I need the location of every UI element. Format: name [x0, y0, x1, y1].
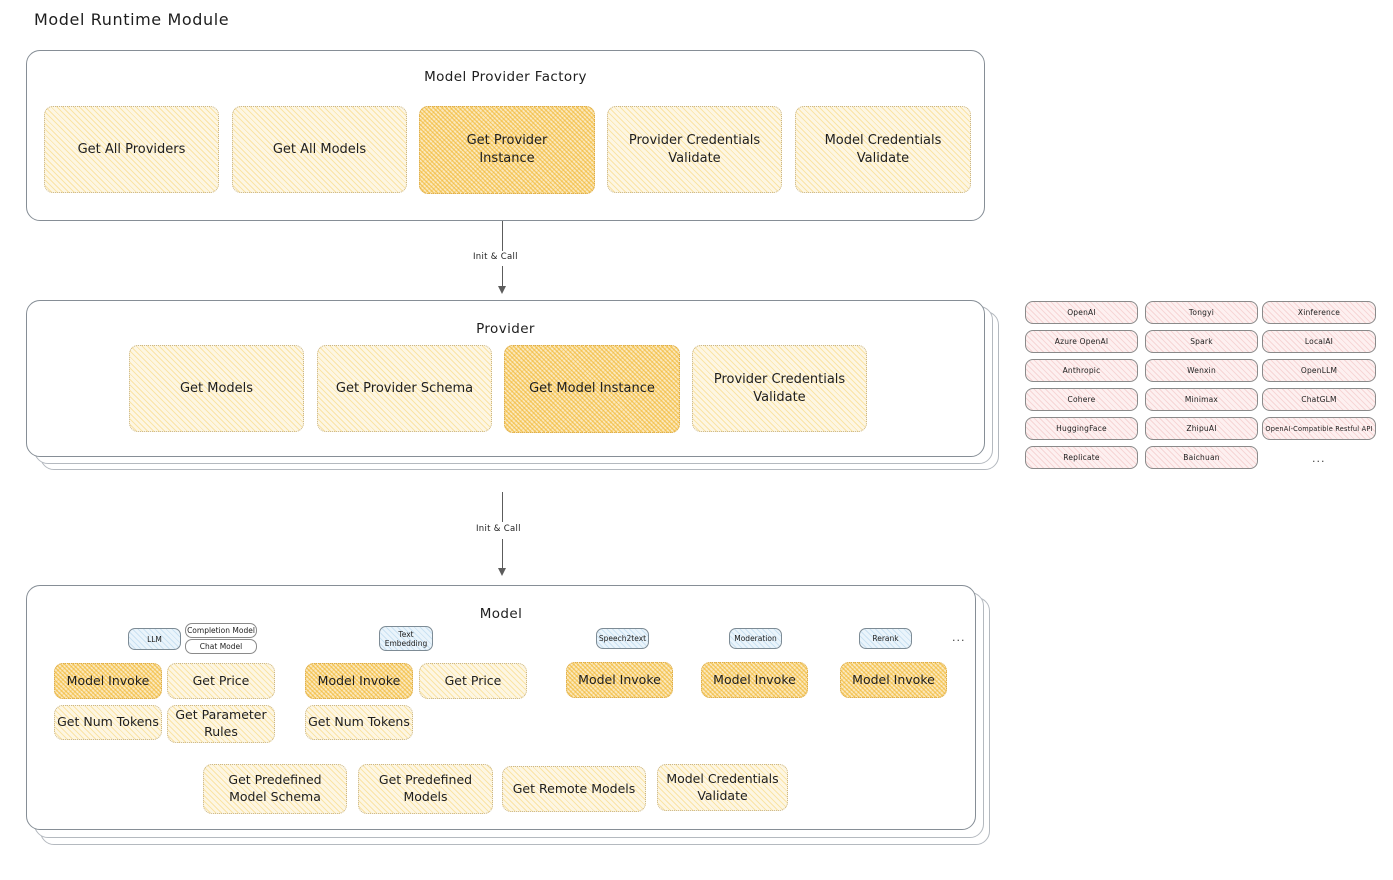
factory-box-get-all-providers[interactable]: Get All Providers	[44, 106, 219, 193]
connector-line-provider-model-bottom	[502, 539, 504, 571]
connector-line-factory-provider-bottom	[502, 266, 504, 288]
provider-pill-chatglm[interactable]: ChatGLM	[1262, 388, 1376, 411]
provider-box-get-models[interactable]: Get Models	[129, 345, 304, 432]
provider-pill-openai[interactable]: OpenAI	[1025, 301, 1138, 324]
provider-box-get-provider-schema[interactable]: Get Provider Schema	[317, 345, 492, 432]
connector-label-init-and-call-1: Init & Call	[473, 252, 518, 262]
factory-box-get-all-models[interactable]: Get All Models	[232, 106, 407, 193]
model-subtype-pill-completion-model[interactable]: Completion Model	[185, 623, 257, 638]
model-provider-factory-title: Model Provider Factory	[424, 69, 587, 85]
model-type-pill-moderation[interactable]: Moderation	[729, 628, 782, 649]
factory-box-provider-credentials-validate[interactable]: Provider Credentials Validate	[607, 106, 782, 193]
model-method-text-embedding-get-price[interactable]: Get Price	[419, 663, 527, 699]
provider-title: Provider	[476, 321, 535, 337]
page-title: Model Runtime Module	[34, 10, 230, 29]
model-method-rerank-model-invoke[interactable]: Model Invoke	[840, 662, 947, 698]
provider-pill-huggingface[interactable]: HuggingFace	[1025, 417, 1138, 440]
model-method-llm-get-price[interactable]: Get Price	[167, 663, 275, 699]
provider-pill-spark[interactable]: Spark	[1145, 330, 1258, 353]
model-subtype-pill-chat-model[interactable]: Chat Model	[185, 639, 257, 654]
provider-pill-openai-compatible-restful-api[interactable]: OpenAI-Compatible Restful API	[1262, 417, 1376, 440]
provider-pill-replicate[interactable]: Replicate	[1025, 446, 1138, 469]
provider-pill-xinference[interactable]: Xinference	[1262, 301, 1376, 324]
provider-pill-anthropic[interactable]: Anthropic	[1025, 359, 1138, 382]
model-method-llm-get-num-tokens[interactable]: Get Num Tokens	[54, 705, 162, 740]
model-type-pill-llm[interactable]: LLM	[128, 628, 181, 650]
provider-box-provider-credentials-validate[interactable]: Provider Credentials Validate	[692, 345, 867, 432]
provider-pill-wenxin[interactable]: Wenxin	[1145, 359, 1258, 382]
model-type-pill-rerank[interactable]: Rerank	[859, 628, 912, 649]
provider-pill-cohere[interactable]: Cohere	[1025, 388, 1138, 411]
factory-box-model-credentials-validate[interactable]: Model Credentials Validate	[795, 106, 971, 193]
model-method-llm-model-invoke[interactable]: Model Invoke	[54, 663, 162, 699]
model-types-more-ellipsis: ...	[952, 631, 966, 644]
provider-pill-zhipuai[interactable]: ZhipuAI	[1145, 417, 1258, 440]
provider-pill-tongyi[interactable]: Tongyi	[1145, 301, 1258, 324]
model-title: Model	[479, 606, 523, 622]
provider-pill-openllm[interactable]: OpenLLM	[1262, 359, 1376, 382]
model-method-moderation-model-invoke[interactable]: Model Invoke	[701, 662, 808, 698]
provider-box-get-model-instance[interactable]: Get Model Instance	[504, 345, 680, 433]
provider-pill-localai[interactable]: LocalAI	[1262, 330, 1376, 353]
factory-box-get-provider-instance[interactable]: Get Provider Instance	[419, 106, 595, 194]
connector-arrow-provider-model	[498, 568, 506, 576]
connector-label-init-and-call-2: Init & Call	[476, 524, 521, 534]
model-method-speech2text-model-invoke[interactable]: Model Invoke	[566, 662, 673, 698]
model-method-llm-get-parameter-rules[interactable]: Get Parameter Rules	[167, 705, 275, 743]
model-common-method-get-predefined-model-schema[interactable]: Get Predefined Model Schema	[203, 764, 347, 814]
connector-line-factory-provider-top	[502, 221, 504, 251]
model-common-method-get-remote-models[interactable]: Get Remote Models	[502, 766, 646, 812]
model-type-pill-text-embedding[interactable]: Text Embedding	[379, 626, 433, 651]
provider-list-more-ellipsis: ...	[1312, 452, 1326, 465]
model-common-method-get-predefined-models[interactable]: Get Predefined Models	[358, 764, 493, 814]
model-method-text-embedding-get-num-tokens[interactable]: Get Num Tokens	[305, 705, 413, 740]
model-method-text-embedding-model-invoke[interactable]: Model Invoke	[305, 663, 413, 699]
provider-pill-baichuan[interactable]: Baichuan	[1145, 446, 1258, 469]
model-type-pill-speech2text[interactable]: Speech2text	[596, 628, 649, 649]
connector-arrow-factory-provider	[498, 286, 506, 294]
model-common-method-model-credentials-validate[interactable]: Model Credentials Validate	[657, 764, 788, 811]
provider-pill-azure-openai[interactable]: Azure OpenAI	[1025, 330, 1138, 353]
connector-line-provider-model-top	[502, 492, 504, 522]
provider-pill-minimax[interactable]: Minimax	[1145, 388, 1258, 411]
